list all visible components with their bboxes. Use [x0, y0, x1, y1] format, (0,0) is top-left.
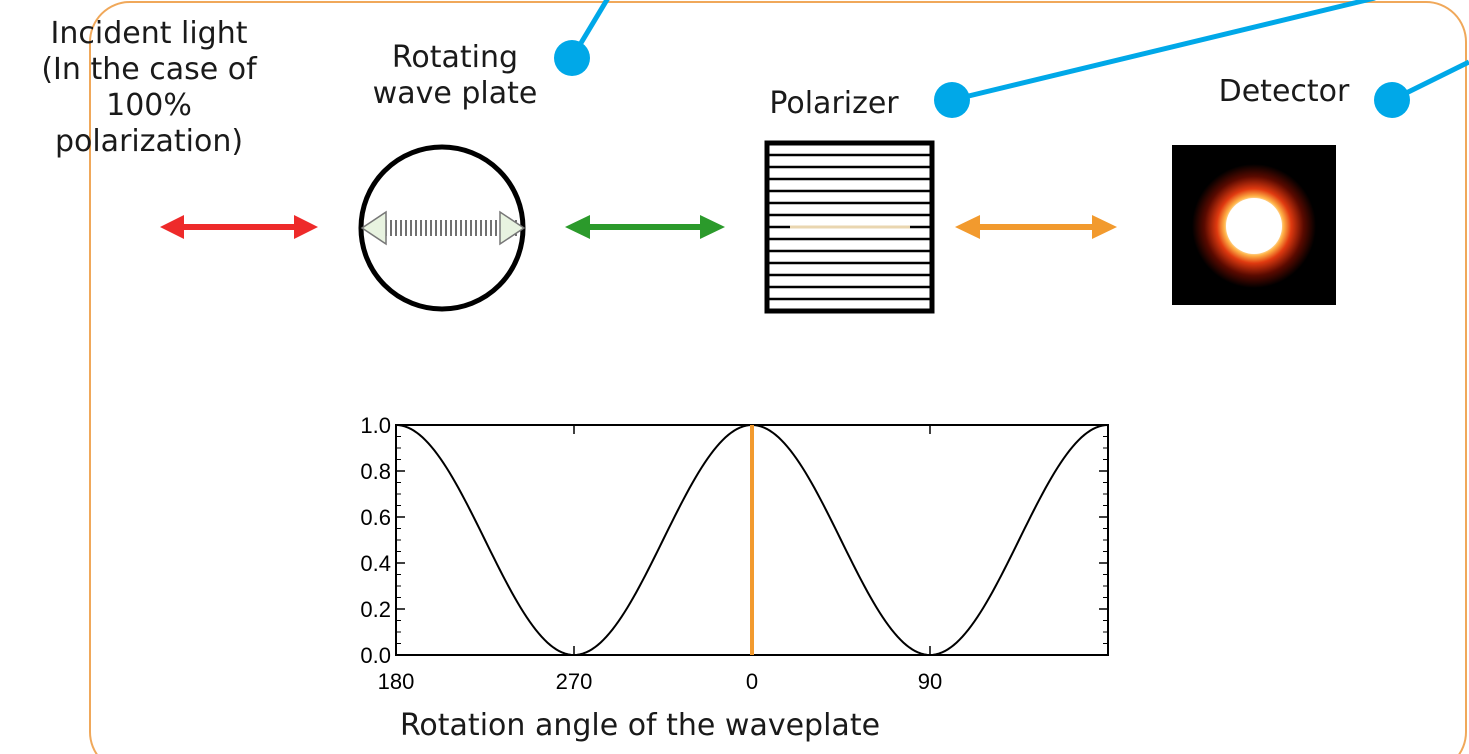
incident-label-line-1: Incident light — [50, 16, 248, 51]
waveplate-output-arrow-icon — [565, 215, 725, 239]
x-tick-label: 270 — [556, 669, 593, 694]
polarizer-output-arrow-icon — [955, 215, 1117, 239]
incident-arrow-icon — [160, 215, 318, 239]
x-tick-label: 0 — [746, 669, 758, 694]
callout-dot-detector — [1374, 82, 1410, 118]
callout-dot-waveplate — [554, 40, 590, 76]
y-tick-label: 0.6 — [360, 505, 391, 530]
incident-label-line-3: 100% — [106, 88, 192, 123]
waveplate-label-line-1: Rotating — [391, 40, 519, 75]
y-tick-label: 0.0 — [360, 643, 391, 668]
y-tick-label: 0.4 — [360, 551, 391, 576]
callout-line-polarizer — [951, 0, 1376, 103]
detector-label: Detector — [1218, 74, 1350, 109]
y-tick-label: 0.8 — [360, 459, 391, 484]
diagram-frame — [89, 1, 1467, 754]
rotating-wave-plate-icon — [358, 144, 526, 312]
callout-dot-polarizer — [934, 82, 970, 118]
x-tick-label: 90 — [918, 669, 942, 694]
polarizer-label: Polarizer — [769, 86, 899, 121]
waveplate-label: Rotating wave plate — [350, 40, 560, 112]
x-tick-label: 180 — [378, 669, 415, 694]
rotation-intensity-chart: 0.0 0.2 0.4 0.6 0.8 1.0 180 270 0 90 — [360, 413, 1109, 694]
y-tick-label: 1.0 — [360, 413, 391, 438]
callout-group — [554, 0, 1469, 118]
x-axis-caption: Rotation angle of the waveplate — [399, 708, 881, 743]
incident-label-line-4: polarization) — [54, 124, 244, 159]
incident-label-line-2: (In the case of — [41, 52, 257, 87]
waveplate-label-line-2: wave plate — [372, 76, 538, 111]
detector-spot-icon — [1172, 145, 1336, 305]
incident-light-label: Incident light (In the case of 100% pola… — [18, 16, 280, 160]
polarizer-grid-icon — [764, 140, 935, 314]
y-tick-label: 0.2 — [360, 597, 391, 622]
